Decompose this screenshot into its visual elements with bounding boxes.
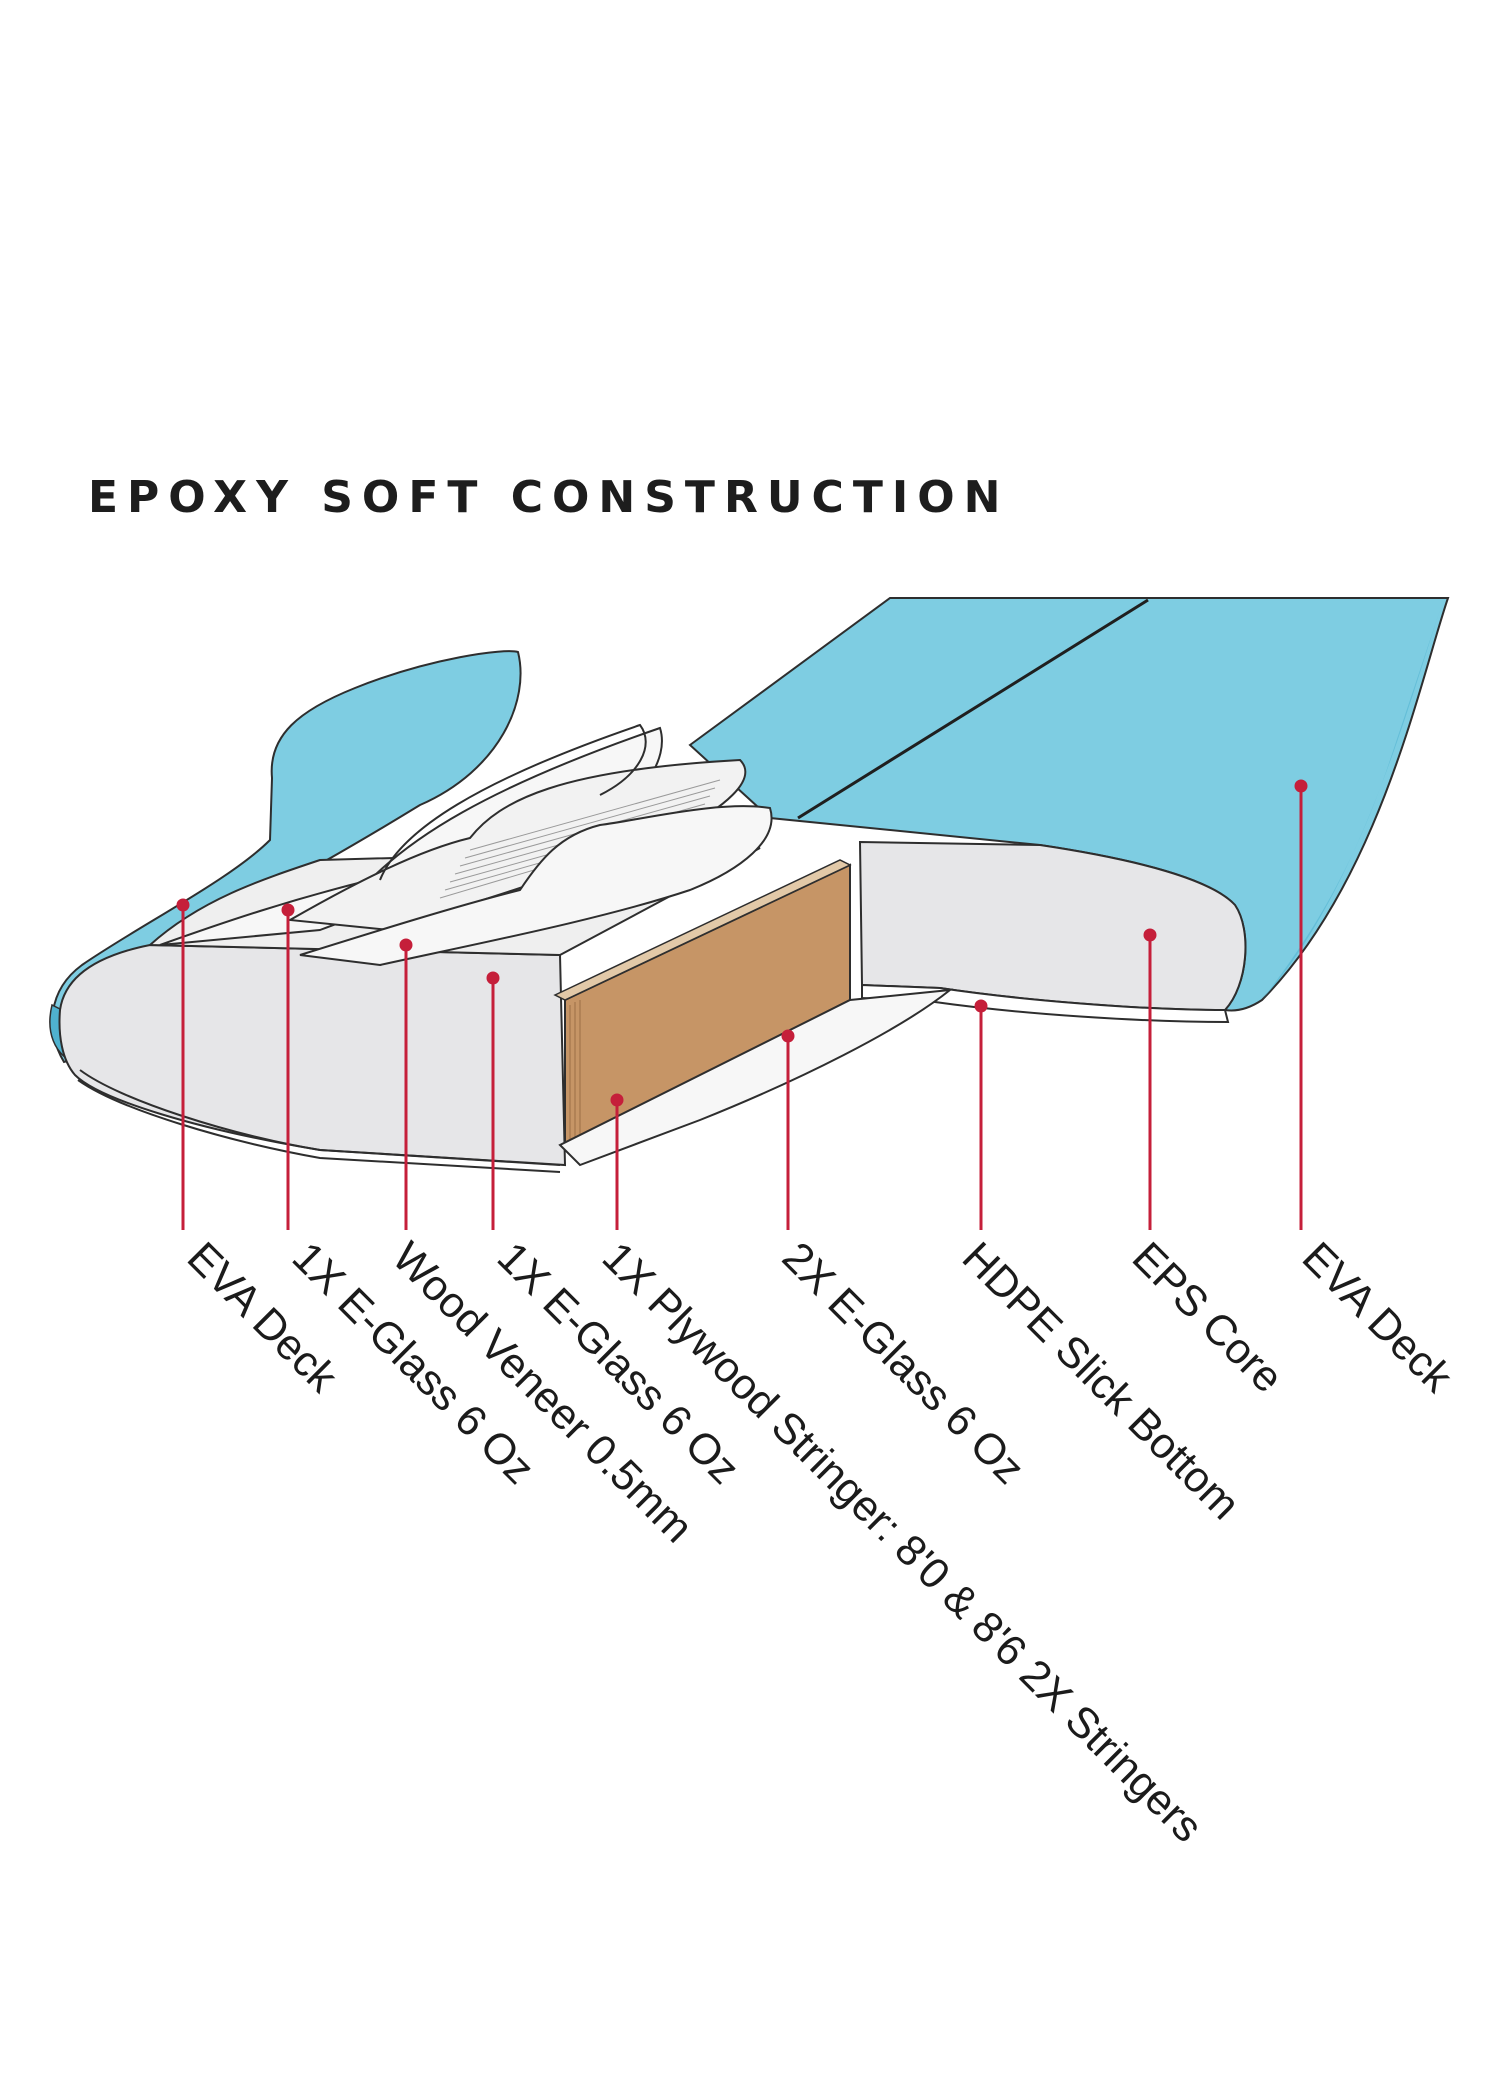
leader-dot-plywood-stringer [610, 1093, 624, 1107]
leader-dot-hdpe [974, 999, 988, 1013]
leader-dot-wood-veneer [399, 938, 413, 952]
label-eva-deck-right: EVA Deck [1293, 1233, 1462, 1402]
plywood-stringer-top [553, 859, 852, 1001]
leader-dot-eps-core [1143, 928, 1157, 942]
deck-centre-line [797, 598, 1149, 820]
leader-dot-eva-deck-left [176, 898, 190, 912]
leader-dot-e-glass-2 [486, 971, 500, 985]
bottom-edge-left [79, 1069, 561, 1166]
layer-labels: EVA Deck 1X E-Glass 6 Oz Wood Veneer 0.5… [178, 1233, 1462, 1851]
leader-lines [176, 779, 1308, 1230]
diagram-title: EPOXY SOFT CONSTRUCTION [88, 472, 1009, 523]
e-glass-curl [379, 723, 647, 881]
bottom-glass-base [558, 988, 954, 1167]
leader-dot-eva-deck-right [1294, 779, 1308, 793]
leader-dot-e-glass-1 [281, 903, 295, 917]
bottom-edge-left-2 [77, 1079, 561, 1173]
leader-dot-2x-e-glass [781, 1029, 795, 1043]
e-glass-sheet-2 [299, 805, 773, 967]
hdpe-bottom-right [861, 983, 1230, 1024]
label-plywood-stringer: 1X Plywood Stringer: 8'0 & 8'6 2X String… [593, 1233, 1211, 1851]
plywood-stringer-plies [569, 1000, 581, 1145]
eps-core-left [58, 943, 567, 1167]
label-eps-core: EPS Core [1123, 1233, 1292, 1402]
board-illustration [49, 597, 1450, 1173]
